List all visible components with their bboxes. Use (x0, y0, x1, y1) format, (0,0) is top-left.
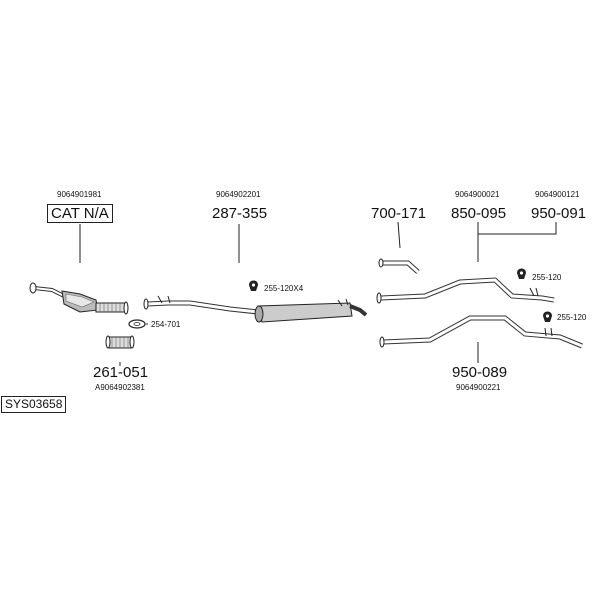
part-number: 261-051 (93, 364, 149, 381)
part-number: 950-091 (531, 205, 587, 222)
oem-number: 9064900021 (455, 190, 500, 199)
fitting-code: 255-120 (557, 313, 587, 322)
part-number: 700-171 (371, 205, 427, 222)
rear-pipe-lower (379, 315, 583, 349)
clamp-icon (249, 280, 258, 291)
fitting-code: 255-120 (532, 273, 562, 282)
part-number-cat: CAT N/A (47, 204, 113, 223)
muffler-assembly (143, 295, 368, 323)
catalytic-converter (29, 282, 129, 315)
clamp-icon (543, 311, 552, 322)
part-number: 850-095 (451, 205, 507, 222)
leader-line-950-091 (478, 222, 557, 235)
leader-line-700-171 (397, 221, 401, 249)
oem-number: 9064901981 (57, 190, 102, 199)
gasket-icon (128, 319, 148, 329)
fitting-code: 255-120X4 (264, 284, 304, 293)
system-code: SYS03658 (1, 396, 67, 413)
oem-number: A9064902381 (95, 383, 145, 392)
fitting-code: 254-701 (151, 320, 181, 329)
oem-number: 9064900221 (456, 383, 501, 392)
flexible-pipe (105, 335, 135, 349)
oem-number: 9064900121 (535, 190, 580, 199)
rear-pipe-upper (376, 277, 555, 304)
oem-number: 9064902201 (216, 190, 261, 199)
clamp-icon (517, 268, 526, 279)
part-number: 950-089 (452, 364, 508, 381)
tail-pipe-short (378, 258, 420, 274)
part-number: 287-355 (212, 205, 268, 222)
